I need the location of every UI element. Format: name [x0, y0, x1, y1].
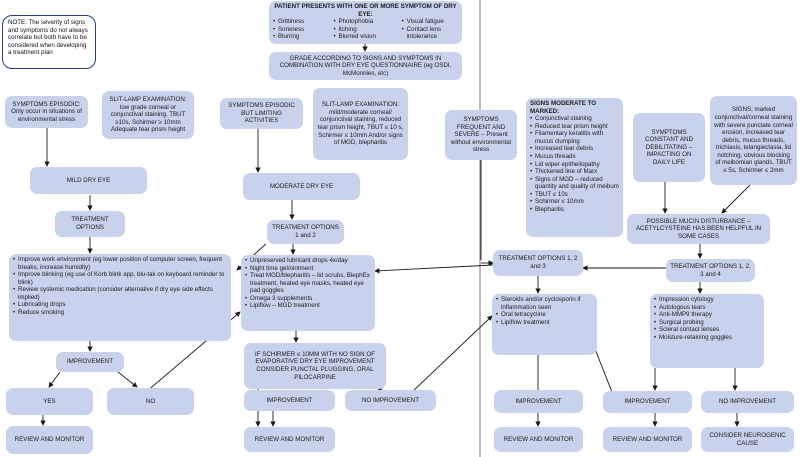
severe-symptoms-box: SYMPTOMS FREQUENT AND SEVERE – Present w…	[445, 110, 517, 160]
mild-symptoms-box: SYMPTOMS EPISODIC: Only occur in situati…	[5, 96, 88, 128]
mild-treatment-options: TREATMENT OPTIONS	[55, 211, 125, 237]
moderate-review-box: REVIEW AND MONITOR	[244, 427, 335, 452]
sign-item: Lid wiper epitheliopathy	[530, 161, 619, 169]
treatment-item: Anti-MMP9 therapy	[654, 311, 760, 319]
moderate-no-improvement-box: NO IMPROVEMENT	[345, 390, 436, 411]
moderate-treatments-box: Unpreserved lubricant drops 4x/day Night…	[241, 255, 375, 331]
severe-treatments-box: Steroids and/or cyclosporin if inflammat…	[492, 294, 597, 355]
treatment-item: Reduce smoking	[13, 309, 227, 317]
presenting-symptoms-title: PATIENT PRESENTS WITH ONE OR MORE SYMPTO…	[274, 3, 457, 18]
grade-box: GRADE ACCORDING TO SIGNS AND SYMPTOMS IN…	[269, 52, 462, 80]
symptom-item: Soreness	[273, 26, 325, 34]
treatment-item: Improve work environment (eg lower posit…	[13, 256, 227, 271]
sign-item: Signs of MGD – reduced quantity and qual…	[530, 176, 619, 191]
treatment-item: Autologous tears	[654, 304, 760, 312]
moderate-dry-eye-label: MODERATE DRY EYE	[243, 173, 360, 200]
moderate-improvement-box: Improvement	[244, 390, 335, 411]
severe-treatment-options: TREATMENT OPTIONS 1, 2 and 3	[493, 250, 583, 276]
mild-improvement-box: IMPROVEMENT	[56, 352, 124, 372]
chronic-symptoms-box: SYMPTOMS CONSTANT AND DEBILITATING – IMP…	[633, 113, 705, 182]
mild-yes-box: YES	[6, 388, 93, 415]
moderate-treatment-options: TREATMENT OPTIONS 1 and 2	[267, 220, 344, 244]
severe-review-box: REVIEW AND MONITOR	[494, 427, 583, 452]
mild-signs-box: SLIT-LAMP EXAMINATION: low grade corneal…	[102, 91, 194, 139]
mild-no-box: NO	[107, 388, 194, 415]
mucin-box: POSSIBLE MUCIN DISTURBANCE – ACETYLCYSTE…	[627, 214, 770, 244]
sign-item: Schirmer ≤ 10mm	[530, 198, 619, 206]
sign-item: Conjunctival staining	[530, 115, 619, 123]
treatment-item: Omega 3 supplements	[245, 295, 371, 303]
treatment-item: Improve blinking (eg use of Korb blink a…	[13, 271, 227, 286]
neurogenic-cause-box: CONSIDER NEUROGENIC CAUSE	[701, 427, 794, 452]
sign-item: Increased tear debris	[530, 145, 619, 153]
symptom-item: Blurring	[273, 33, 325, 41]
symptom-item: Blurred vision	[333, 33, 393, 41]
sign-item: Mucus threads	[530, 153, 619, 161]
mild-dry-eye-label: MILD DRY EYE	[30, 167, 147, 194]
chronic-improvement-box: Improvement	[603, 391, 692, 413]
treatment-item: Scleral contact lenses	[654, 326, 760, 334]
severity-note: NOTE: The severity of signs and symptoms…	[2, 15, 96, 69]
treatment-item: Lubricating drops	[13, 301, 227, 309]
sign-item: Thickened line of Marx	[530, 168, 619, 176]
treatment-item: Night time gel/ointment	[245, 265, 371, 273]
chronic-treatment-options: TREATMENT OPTIONS 1, 2, 3 and 4	[666, 259, 755, 282]
treatment-item: Review systemic medication (consider alt…	[13, 286, 227, 301]
mild-treatments-box: Improve work environment (eg lower posit…	[9, 254, 231, 341]
treatment-item: Lipiflow – MGD treatment	[245, 302, 371, 310]
moderate-signs-box: SLIT-LAMP EXAMINATION: mild/moderate cor…	[313, 88, 408, 160]
treatment-item: Impression cytology	[654, 296, 760, 304]
symptom-item: Visual fatigue	[402, 18, 458, 26]
moderate-symptoms-box: SYMPTOMS EPISODIC BUT LIMITING ACTIVITIE…	[220, 98, 303, 129]
symptom-item: Contact lens intolerance	[402, 26, 458, 41]
sign-item: Filamentary keratitis with mucus clumpin…	[530, 130, 619, 145]
treatment-item: Steroids and/or cyclosporin if inflammat…	[496, 296, 593, 311]
chronic-signs-box: SIGNS; marked conjunctival/corneal stain…	[710, 96, 797, 185]
treatment-item: Surgical probing	[654, 319, 760, 327]
sign-item: Reduced tear prism height	[530, 123, 619, 131]
severe-signs-box: SIGNS MODERATE TO MARKED: Conjunctival s…	[526, 98, 623, 237]
sign-item: Blepharitis	[530, 206, 619, 214]
schirmer-box: IF SCHIRMER ≤ 10MM WITH NO SIGN OF EVAPO…	[244, 343, 386, 389]
symptom-item: Itching	[333, 26, 393, 34]
severe-improvement-box: Improvement	[494, 390, 583, 413]
treatment-item: Moisture-retaining goggles	[654, 334, 760, 342]
sign-item: TBUT ≤ 10s	[530, 191, 619, 199]
symptom-item: Grittiness	[273, 18, 325, 26]
chronic-no-improvement-box: NO IMPROVEMENT	[701, 391, 794, 413]
mild-review-box: REVIEW AND MONITOR	[6, 426, 93, 454]
treatment-item: Oral tetracycline	[496, 311, 593, 319]
chronic-review-box: REVIEW AND MONITOR	[603, 427, 692, 452]
severe-signs-title: SIGNS MODERATE TO MARKED:	[530, 100, 597, 115]
presenting-symptoms-box: PATIENT PRESENTS WITH ONE OR MORE SYMPTO…	[269, 1, 462, 44]
chronic-treatments-box: Impression cytology Autologous tears Ant…	[650, 294, 764, 368]
treatment-item: Unpreserved lubricant drops 4x/day	[245, 257, 371, 265]
symptom-item: Photophobia	[333, 18, 393, 26]
treatment-item: Treat MGD/blepharitis – lid scrubs, Blep…	[245, 272, 371, 295]
treatment-item: Lipiflow treatment	[496, 319, 593, 327]
